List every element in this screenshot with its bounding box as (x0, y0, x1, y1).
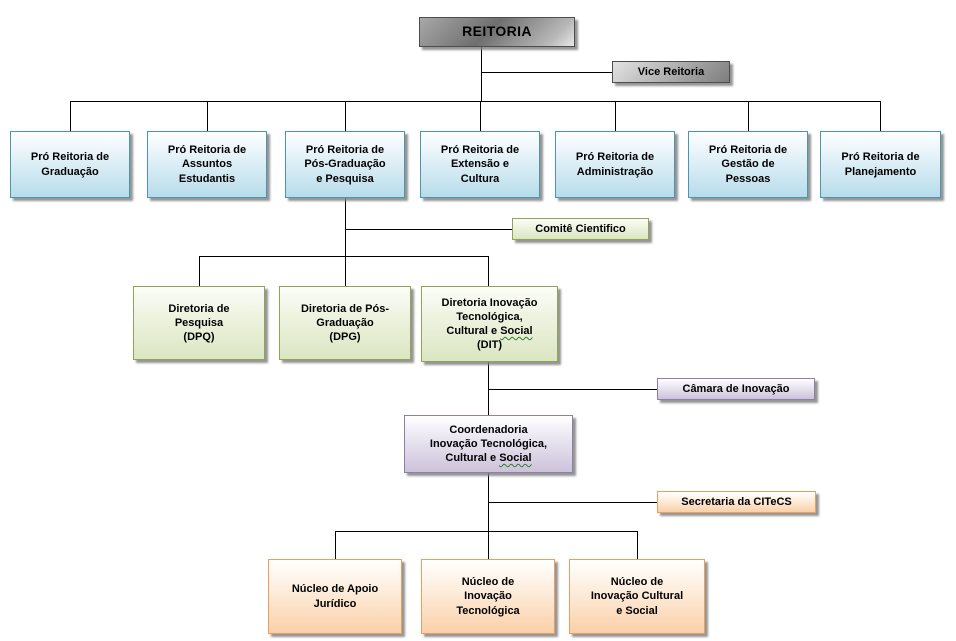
node-pro-reitoria-extensao-cultura: Pró Reitoria de Extensão e Cultura (420, 131, 540, 198)
connector-line (481, 47, 482, 101)
connector-line (615, 101, 616, 131)
node-pro-reitoria-assuntos-estudantis: Pró Reitoria de Assuntos Estudantis (147, 131, 267, 198)
connector-line (488, 389, 657, 390)
connector-line (488, 502, 657, 503)
node-nucleo-inovacao-tecnologica: Núcleo de Inovação Tecnológica (421, 559, 555, 634)
node-diretoria-inovacao-dit: Diretoria Inovação Tecnológica, Cultural… (421, 286, 558, 362)
connector-line (345, 256, 346, 286)
connector-line (488, 531, 489, 559)
node-label: Coordenadoria Inovação Tecnológica, Cult… (430, 423, 547, 465)
node-label-part: (DIT) (476, 339, 503, 352)
node-vice-reitoria: Vice Reitoria (612, 61, 730, 83)
node-label: Núcleo de Apoio Jurídico (291, 583, 379, 610)
node-label: Diretoria de Pós- Graduação (DPG) (300, 302, 390, 344)
node-comite-cientifico: Comitê Cientifico (512, 218, 649, 240)
node-pro-reitoria-pos-graduacao-pesquisa: Pró Reitoria de Pós-Graduação e Pesquisa (285, 131, 405, 198)
node-label: Pró Reitoria de Assuntos Estudantis (167, 144, 247, 185)
node-secretaria-citecs: Secretaria da CITeCS (657, 491, 816, 513)
node-coordenadoria-inovacao: Coordenadoria Inovação Tecnológica, Cult… (404, 415, 573, 473)
connector-line (70, 101, 71, 131)
connector-line (345, 198, 346, 256)
node-label-part: Social (499, 452, 532, 465)
node-label-part: Social (500, 325, 533, 337)
connector-line (748, 101, 749, 131)
connector-line (488, 256, 489, 286)
connector-line (345, 229, 512, 230)
node-label: Pró Reitoria de Gestão de Pessoas (708, 144, 788, 185)
node-label-part: Diretoria Inovação Tecnológica, Cultural… (441, 296, 538, 337)
node-label: Pró Reitoria de Extensão e Cultura (440, 144, 520, 185)
node-label: Núcleo de Inovação Cultural e Social (590, 576, 684, 617)
connector-line (199, 256, 200, 286)
connector-line (335, 531, 336, 559)
connector-line (637, 531, 638, 559)
node-camara-inovacao: Câmara de Inovação (657, 378, 815, 400)
node-label: Diretoria de Pesquisa (DPQ) (168, 302, 230, 344)
connector-line (488, 362, 489, 415)
node-label: Secretaria da CITeCS (681, 495, 792, 508)
node-label: Câmara de Inovação (682, 382, 790, 395)
node-label: Pró Reitoria de Graduação (30, 151, 110, 178)
node-nucleo-apoio-juridico: Núcleo de Apoio Jurídico (268, 559, 402, 634)
node-pro-reitoria-gestao-pessoas: Pró Reitoria de Gestão de Pessoas (688, 131, 808, 198)
node-label: Núcleo de Inovação Tecnológica (456, 576, 520, 617)
node-label-part: Coordenadoria Inovação Tecnológica, Cult… (429, 423, 548, 465)
connector-line (199, 256, 489, 257)
node-label: Pró Reitoria de Planejamento (841, 151, 920, 178)
node-pro-reitoria-planejamento: Pró Reitoria de Planejamento (820, 131, 941, 198)
node-label: Diretoria Inovação Tecnológica, Cultural… (442, 296, 538, 352)
connector-line (335, 531, 638, 532)
connector-line (70, 101, 881, 102)
node-diretoria-pos-graduacao-dpg: Diretoria de Pós- Graduação (DPG) (279, 286, 411, 360)
connector-line (345, 101, 346, 131)
node-label: REITORIA (462, 23, 532, 40)
node-label: Pró Reitoria de Pós-Graduação e Pesquisa (304, 144, 386, 185)
node-pro-reitoria-graduacao: Pró Reitoria de Graduação (10, 131, 130, 198)
connector-line (481, 72, 612, 73)
node-reitoria: REITORIA (419, 17, 575, 47)
connector-line (880, 101, 881, 131)
node-nucleo-inovacao-cultural-social: Núcleo de Inovação Cultural e Social (569, 559, 705, 634)
connector-line (207, 101, 208, 131)
node-diretoria-pesquisa-dpq: Diretoria de Pesquisa (DPQ) (133, 286, 265, 360)
node-label: Vice Reitoria (637, 65, 705, 78)
node-label: Pró Reitoria de Administração (575, 151, 655, 178)
node-label: Comitê Cientifico (535, 222, 626, 235)
node-pro-reitoria-administracao: Pró Reitoria de Administração (555, 131, 675, 198)
connector-line (480, 101, 481, 131)
